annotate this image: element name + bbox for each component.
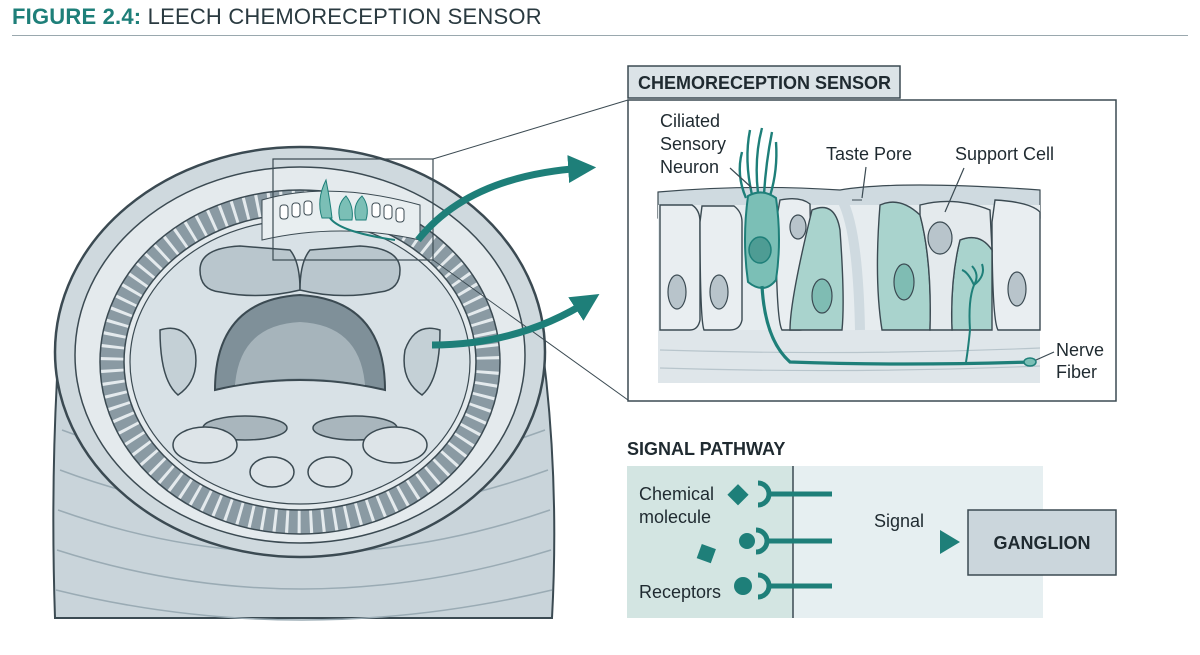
- nerve-fiber: [760, 285, 1031, 366]
- zoom-arrow-upper: [415, 155, 597, 243]
- molecule-square: [696, 544, 716, 564]
- molecule-diamond: [727, 484, 749, 506]
- zoom-box: [272, 158, 434, 261]
- inset-title-box: [627, 65, 901, 99]
- epithelium: [657, 127, 1041, 383]
- leader-nerve-fiber: [1035, 351, 1055, 361]
- molecule-circle: [734, 577, 752, 595]
- inset-panel: CHEMORECEPTION SENSOR: [627, 65, 1117, 402]
- zoom-connector-top: [432, 99, 629, 160]
- leader-neuron: [729, 167, 753, 189]
- label-receptors: Receptors: [639, 582, 721, 602]
- figure-title-text: LEECH CHEMORECEPTION SENSOR: [147, 4, 542, 29]
- label-chemical-molecule: Chemical molecule: [639, 484, 719, 527]
- pathway-title: SIGNAL PATHWAY: [627, 439, 785, 459]
- signal-pathway: SIGNAL PATHWAY Chemical molecule Recepto…: [627, 439, 1117, 618]
- label-nerve-fiber: Nerve Fiber: [1056, 340, 1109, 382]
- ciliated-sensory-neuron: [738, 127, 1031, 366]
- figure-title: FIGURE 2.4: LEECH CHEMORECEPTION SENSOR: [12, 4, 542, 30]
- title-rule: [12, 35, 1188, 36]
- figure-number: FIGURE 2.4:: [12, 4, 142, 29]
- ganglion-box: [967, 509, 1117, 576]
- leader-support-cell: [944, 167, 965, 213]
- label-taste-pore: Taste Pore: [826, 144, 912, 164]
- zoom-arrow-lower: [431, 293, 600, 349]
- molecule-bound: [739, 533, 755, 549]
- inset-title: CHEMORECEPTION SENSOR: [638, 73, 891, 93]
- receptors-group: [755, 480, 832, 600]
- label-support-cell: Support Cell: [955, 144, 1054, 164]
- leader-taste-pore: [861, 166, 867, 199]
- label-signal: Signal: [874, 511, 924, 531]
- label-ciliated-sensory-neuron: Ciliated Sensory Neuron: [660, 111, 731, 177]
- ganglion-label: GANGLION: [994, 533, 1091, 553]
- leech-body: [52, 145, 556, 621]
